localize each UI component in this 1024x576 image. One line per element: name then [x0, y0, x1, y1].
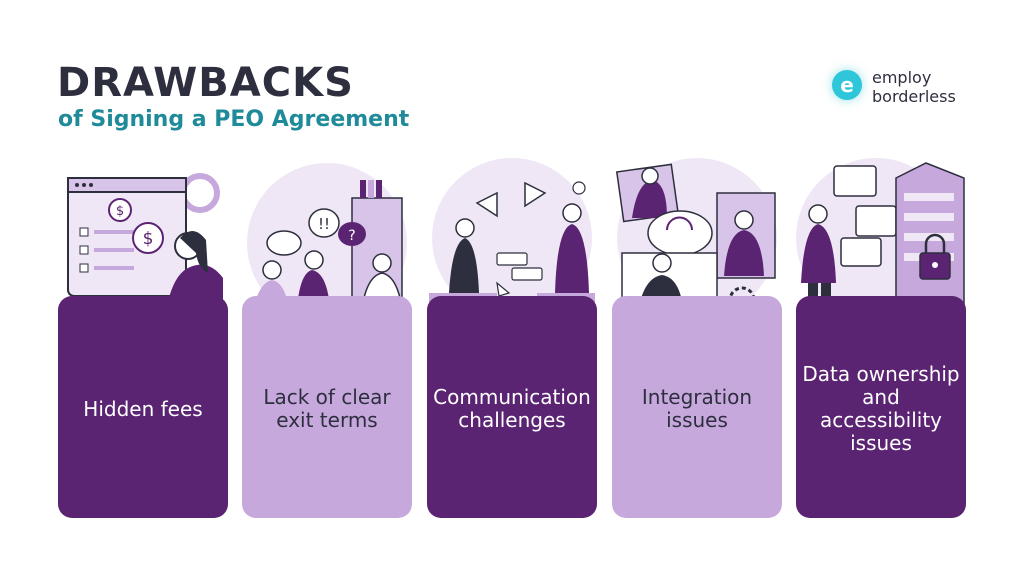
card-label: Hidden fees	[83, 396, 203, 421]
svg-text:?: ?	[348, 228, 355, 244]
card-label: Integration issues	[641, 385, 753, 432]
logo-line1: employ	[872, 68, 932, 87]
logo-letter: e	[840, 73, 854, 97]
svg-text:!!: !!	[318, 215, 330, 233]
card-label: Lack of clear exit terms	[263, 385, 391, 432]
card-data-ownership: Data ownership and accessibility issues	[796, 158, 966, 518]
svg-text:$: $	[116, 204, 124, 219]
megaphone-illustration	[429, 158, 595, 323]
card-integration: Integration issues	[612, 158, 782, 518]
card-panel	[612, 296, 782, 518]
card-exit-terms: !! ? Lack of clear exit terms	[242, 158, 412, 518]
brand-logo: e employ borderless	[832, 68, 982, 108]
logo-mark-icon: e	[832, 70, 862, 100]
card-panel	[242, 296, 412, 518]
card-communication: Communication challenges	[427, 158, 597, 518]
logo-text: employ borderless	[872, 68, 956, 106]
meeting-illustration: !! ?	[247, 163, 407, 323]
card-panel	[58, 296, 228, 518]
card-label: Data ownership and accessibility issues	[802, 362, 960, 455]
card-panel	[796, 296, 966, 518]
page-title: DRAWBACKS	[57, 60, 354, 106]
card-label: Communication challenges	[433, 385, 591, 432]
logo-line2: borderless	[872, 87, 956, 106]
svg-text:$: $	[143, 229, 154, 249]
page-subtitle: of Signing a PEO Agreement	[58, 107, 410, 132]
card-hidden-fees: $ $ Hidden fees	[58, 158, 228, 518]
card-panel	[427, 296, 597, 518]
data-security-illustration	[796, 158, 965, 324]
